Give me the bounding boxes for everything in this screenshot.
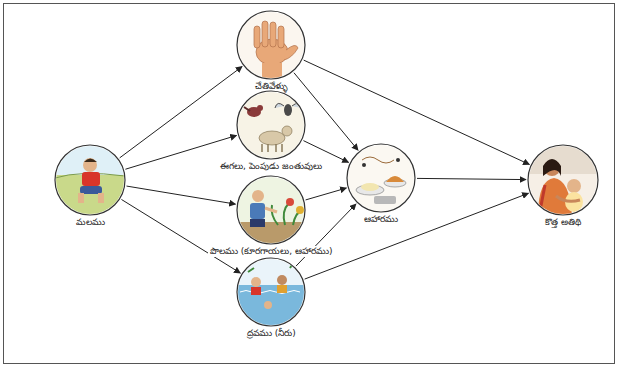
circle-outline (236, 175, 306, 245)
arrow-connector (304, 60, 530, 164)
arrow-connector (127, 186, 236, 204)
circle-outline (236, 90, 306, 160)
picture-circle-node: చేతివేళ్ళు (236, 10, 306, 93)
circle-outline (236, 257, 306, 327)
circle-outline (236, 10, 306, 80)
food-picture (346, 143, 416, 213)
water-picture (236, 258, 306, 328)
picture-circle-node: ఆహారము (346, 143, 416, 226)
picture-circle-node: మలము (54, 144, 126, 229)
picture-circle-node: పొలము (కూరగాయలు, ఆహారము) (207, 175, 336, 258)
circle-outline (527, 144, 599, 216)
node-label: పొలము (కూరగాయలు, ఆహారము) (208, 246, 335, 257)
picture-circle-node: ద్రవము (నీరు) (236, 257, 306, 340)
arrow-connector (305, 193, 529, 279)
circle-outline (54, 144, 126, 216)
mother-baby-picture (527, 144, 599, 216)
picture-circle-node: కొత్త అతిథి (527, 144, 599, 229)
field-picture (236, 176, 306, 246)
arrow-connector (417, 178, 526, 179)
node-label: మలము (74, 217, 107, 228)
picture-circle-node: ఈగలు, పెంపుడు జంతువులు (217, 90, 325, 173)
node-label: ఆహారము (362, 214, 400, 225)
arrow-connector (294, 73, 358, 151)
flies-pets-picture (236, 90, 306, 160)
node-label: చేతివేళ్ళు (253, 81, 290, 92)
arrow-connector (303, 141, 348, 163)
node-label: ద్రవము (నీరు) (245, 328, 298, 339)
circle-outline (346, 143, 416, 213)
defecation-picture (50, 140, 130, 220)
arrow-connector (120, 67, 242, 158)
hand-picture (236, 10, 306, 81)
node-label: ఈగలు, పెంపుడు జంతువులు (218, 161, 324, 172)
arrow-connector (121, 199, 240, 273)
arrow-connector (306, 188, 347, 200)
node-label: కొత్త అతిథి (543, 217, 583, 228)
